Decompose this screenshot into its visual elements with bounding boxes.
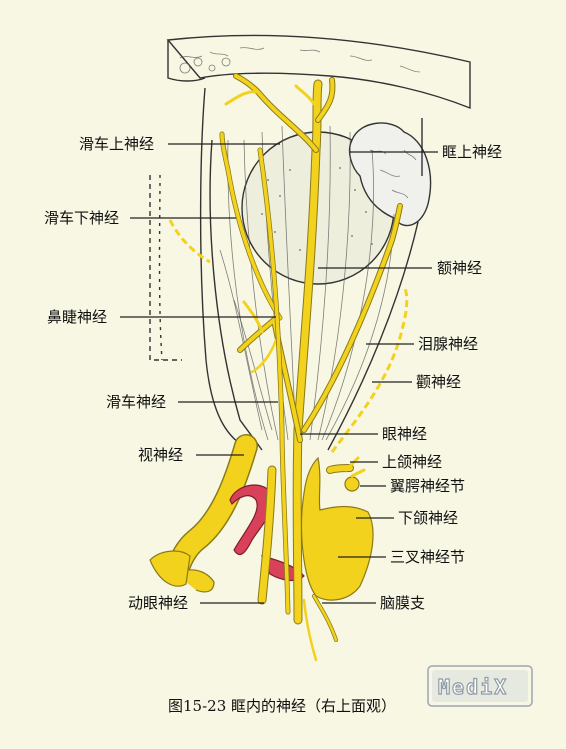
label-maxillary: 上颌神经 [382, 453, 442, 471]
leader-lines [120, 118, 438, 604]
label-frontal: 额神经 [437, 259, 482, 277]
watermark-text: MediX [438, 675, 508, 699]
figure-caption: 图15-23 眶内的神经（右上面观） [168, 697, 396, 715]
label-meningeal: 脑膜支 [380, 594, 425, 612]
nerve-paths [168, 73, 409, 662]
watermark: MediX [427, 665, 533, 707]
skull-bone [166, 34, 471, 110]
label-trigeminal-ganglion: 三叉神经节 [390, 548, 465, 566]
labels: 滑车上神经 眶上神经 滑车下神经 额神经 鼻睫神经 泪腺神经 颧神经 滑车神经 … [44, 135, 502, 612]
label-oculomotor: 动眼神经 [128, 594, 188, 612]
label-optic: 视神经 [138, 446, 183, 464]
label-infratrochlear: 滑车下神经 [44, 209, 119, 227]
optic-nerve-shape [149, 434, 258, 593]
label-ophthalmic: 眼神经 [382, 425, 427, 443]
label-pterygopalatine: 翼腭神经节 [390, 477, 465, 495]
label-lacrimal: 泪腺神经 [418, 335, 478, 353]
label-trochlear: 滑车神经 [106, 393, 166, 411]
label-mandibular: 下颌神经 [398, 509, 458, 527]
label-trochlear-upper: 滑车上神经 [79, 135, 154, 153]
label-supraorbital: 眶上神经 [442, 143, 502, 161]
label-zygomatic: 颧神经 [416, 373, 461, 391]
trigeminal-ganglion-shape [300, 456, 374, 601]
label-nasociliary: 鼻睫神经 [47, 308, 107, 326]
